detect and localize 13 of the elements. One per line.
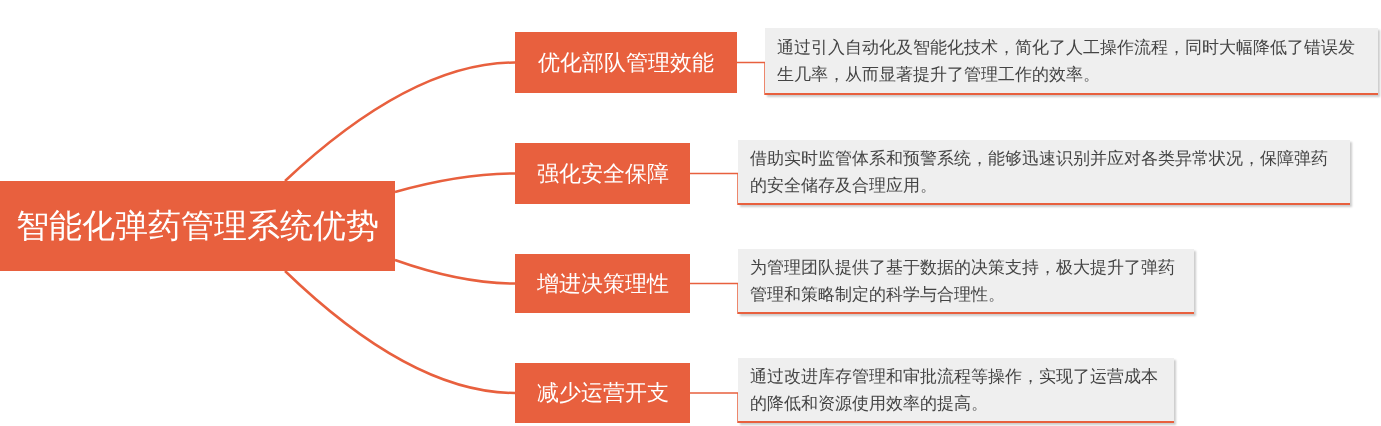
connector-line [284, 61, 516, 182]
topic-box: 减少运营开支 [515, 363, 690, 423]
description-box: 为管理团队提供了基于数据的决策支持，极大提升了弹药管理和策略制定的科学与合理性。 [738, 249, 1194, 314]
topic-box: 优化部队管理效能 [515, 32, 737, 93]
description-box: 通过改进库存管理和审批流程等操作，实现了运营成本的降低和资源使用效率的提高。 [738, 358, 1174, 423]
topic-box: 强化安全保障 [515, 143, 690, 204]
connector-line [394, 172, 515, 194]
connector-line [394, 258, 516, 285]
root-topic-box: 智能化弹药管理系统优势 [0, 181, 395, 271]
connector-line [284, 270, 516, 395]
description-box: 借助实时监管体系和预警系统，能够迅速识别并应对各类异常状况，保障弹药的安全储存及合理应用。 [738, 140, 1350, 205]
description-box: 通过引入自动化及智能化技术，简化了人工操作流程，同时大幅降低了错误发生几率，从而显著提升了管理工作的效率。 [765, 28, 1378, 95]
topic-box: 增进决策理性 [515, 254, 690, 313]
